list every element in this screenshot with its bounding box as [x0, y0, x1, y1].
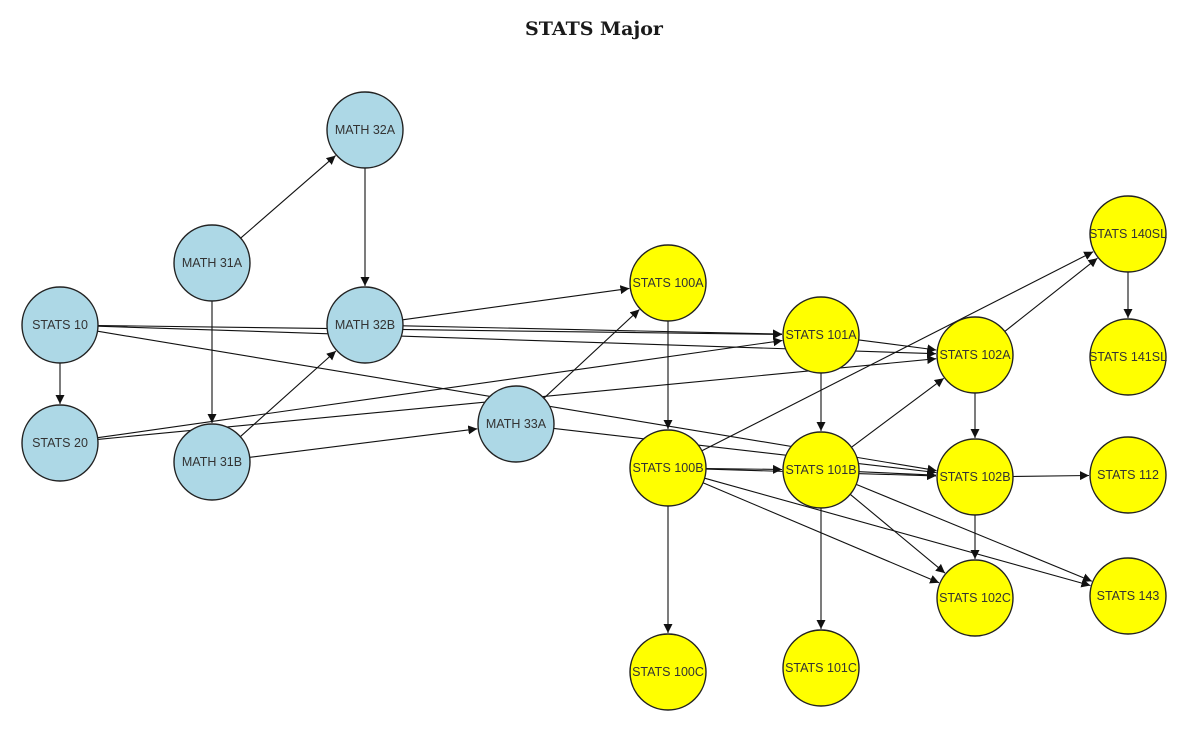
node-stats-102a[interactable]: STATS 102A	[936, 316, 1014, 394]
node-circle[interactable]	[1089, 195, 1167, 273]
node-circle[interactable]	[629, 429, 707, 507]
node-circle[interactable]	[629, 244, 707, 322]
node-label: STATS 100C	[632, 665, 704, 679]
edge-math-32b-to-stats-101a	[402, 325, 783, 339]
edge-stats-101b-to-stats-102c	[849, 493, 946, 574]
node-stats-100c[interactable]: STATS 100C	[629, 633, 707, 711]
node-circle[interactable]	[173, 423, 251, 501]
node-label: STATS 102C	[939, 591, 1011, 605]
node-stats-100a[interactable]: STATS 100A	[629, 244, 707, 322]
node-stats-141sl[interactable]: STATS 141SL	[1089, 318, 1167, 396]
node-label: STATS 101A	[785, 328, 857, 342]
node-stats-140sl[interactable]: STATS 140SL	[1089, 195, 1167, 273]
node-stats-101c[interactable]: STATS 101C	[782, 629, 860, 707]
node-circle[interactable]	[936, 316, 1014, 394]
node-label: MATH 31B	[182, 455, 242, 469]
edge-stats-102a-to-stats-140sl	[1004, 257, 1098, 332]
edge-stats-100b-to-stats-140sl	[701, 251, 1094, 452]
edge-math-32b-to-stats-100a	[402, 285, 630, 321]
edge-math-31b-to-math-33a	[249, 425, 478, 458]
node-stats-101a[interactable]: STATS 101A	[782, 296, 860, 374]
node-stats-112[interactable]: STATS 112	[1089, 436, 1167, 514]
node-stats-101b[interactable]: STATS 101B	[782, 431, 860, 509]
node-math-31a[interactable]: MATH 31A	[173, 224, 251, 302]
node-math-31b[interactable]: MATH 31B	[173, 423, 251, 501]
node-circle[interactable]	[21, 286, 99, 364]
edge-math-31a-to-math-32a	[240, 155, 336, 239]
node-stats-100b[interactable]: STATS 100B	[629, 429, 707, 507]
edge-stats-101b-to-stats-143	[855, 483, 1093, 582]
node-circle[interactable]	[782, 296, 860, 374]
node-label: STATS 10	[32, 318, 88, 332]
edge-stats-100b-to-stats-101b	[705, 464, 783, 474]
edge-stats-101b-to-stats-102a	[851, 377, 945, 448]
edge-stats-100b-to-stats-143	[704, 477, 1091, 588]
node-label: MATH 32A	[335, 123, 396, 137]
node-math-32b[interactable]: MATH 32B	[326, 286, 404, 364]
node-circle[interactable]	[326, 91, 404, 169]
node-circle[interactable]	[21, 404, 99, 482]
node-circle[interactable]	[629, 633, 707, 711]
node-label: MATH 31A	[182, 256, 243, 270]
node-label: STATS 101C	[785, 661, 857, 675]
edge-stats-102b-to-stats-112	[1012, 471, 1090, 481]
edge-math-33a-to-stats-102b	[553, 427, 937, 476]
node-label: STATS 101B	[785, 463, 856, 477]
node-label: STATS 100A	[632, 276, 704, 290]
edge-stats-101a-to-stats-102a	[858, 339, 937, 354]
node-label: STATS 140SL	[1089, 227, 1167, 241]
node-stats-102b[interactable]: STATS 102B	[936, 438, 1014, 516]
edge-math-33a-to-stats-100a	[543, 309, 640, 399]
node-label: MATH 32B	[335, 318, 395, 332]
node-circle[interactable]	[477, 385, 555, 463]
node-label: STATS 141SL	[1089, 350, 1167, 364]
diagram-title: STATS Major	[525, 18, 663, 40]
node-label: STATS 112	[1097, 468, 1159, 482]
node-label: STATS 100B	[632, 461, 703, 475]
node-circle[interactable]	[173, 224, 251, 302]
node-label: STATS 102A	[939, 348, 1011, 362]
nodes-layer: STATS 10 STATS 20 MATH 31A MATH 31B MATH 32A…	[21, 91, 1167, 711]
node-label: STATS 102B	[939, 470, 1010, 484]
edge-stats-101b-to-stats-102b	[858, 470, 937, 480]
node-label: STATS 143	[1097, 589, 1160, 603]
edge-math-31b-to-math-32b	[239, 350, 337, 438]
node-circle[interactable]	[936, 438, 1014, 516]
node-circle[interactable]	[326, 286, 404, 364]
node-stats-143[interactable]: STATS 143	[1089, 557, 1167, 635]
node-circle[interactable]	[936, 559, 1014, 637]
node-label: MATH 33A	[486, 417, 547, 431]
node-label: STATS 20	[32, 436, 88, 450]
edge-stats-20-to-stats-101a	[97, 337, 783, 439]
node-stats-10[interactable]: STATS 10	[21, 286, 99, 364]
node-circle[interactable]	[782, 629, 860, 707]
node-circle[interactable]	[1089, 436, 1167, 514]
node-circle[interactable]	[782, 431, 860, 509]
node-stats-102c[interactable]: STATS 102C	[936, 559, 1014, 637]
node-math-32a[interactable]: MATH 32A	[326, 91, 404, 169]
node-circle[interactable]	[1089, 318, 1167, 396]
node-circle[interactable]	[1089, 557, 1167, 635]
node-stats-20[interactable]: STATS 20	[21, 404, 99, 482]
node-math-33a[interactable]: MATH 33A	[477, 385, 555, 463]
